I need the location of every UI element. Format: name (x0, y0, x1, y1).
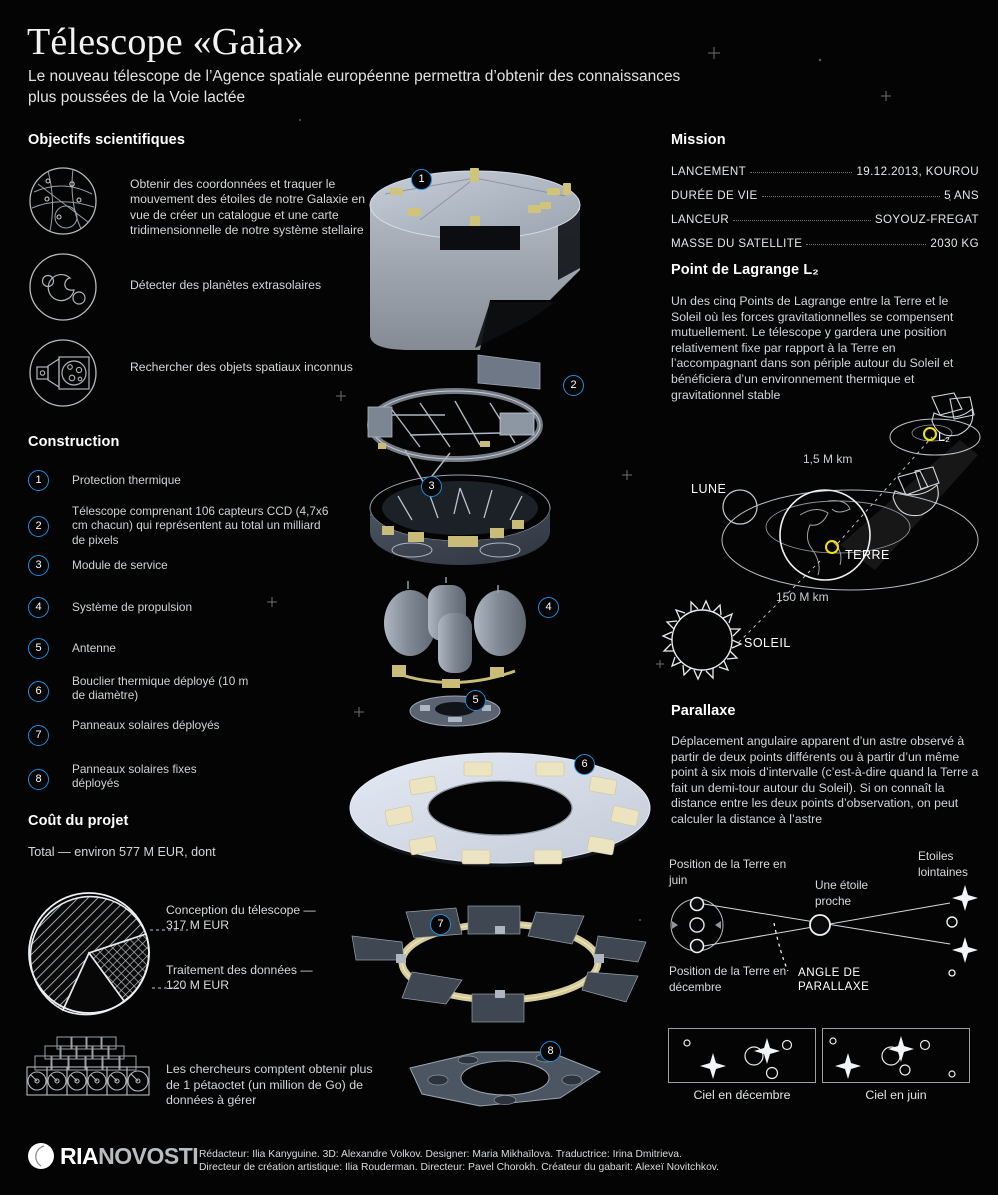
construction-label: Système de propulsion (72, 600, 193, 614)
label-l2: L₂ (938, 430, 950, 444)
part-1-thermal-protection (369, 168, 581, 350)
telescope-object-icon (26, 336, 100, 410)
footer-line-1: Rédacteur: Ilia Kanyguine. 3D: Alexandre… (199, 1149, 682, 1160)
callout-5: 5 (465, 690, 486, 711)
callout-8: 8 (540, 1041, 561, 1062)
sky-caption-june: Ciel en juin (865, 1088, 927, 1102)
page-subtitle: Le nouveau télescope de l’Agence spatial… (28, 68, 681, 106)
footer-line-2: Directeur de création artistique: Ilia R… (199, 1162, 720, 1173)
cost-heading: Coût du projet (28, 813, 129, 829)
label-parallax-angle: ANGLE DE PARALLAXE (798, 966, 870, 993)
leader-dots (806, 244, 927, 245)
sky-caption-december: Ciel en décembre (693, 1088, 791, 1102)
label-far-stars: Etoiles lointaines (918, 849, 968, 879)
mission-key: MASSE DU SATELLITE (671, 237, 803, 250)
callout-4: 4 (538, 597, 559, 618)
construction-label: Panneaux solaires déployés (72, 718, 220, 732)
construction-label: Bouclier thermique déployé (10 m de diam… (72, 674, 249, 703)
part-6-sun-shield (349, 752, 651, 867)
sky-box-december (668, 1028, 816, 1083)
mission-value: 2030 KG (930, 237, 979, 250)
mission-value: 5 ANS (944, 189, 979, 202)
mission-row-lanceur: LANCEUR SOYOUZ-FREGAT (671, 213, 979, 226)
mission-value: 19.12.2013, KOUROU (856, 165, 979, 178)
part-2-telescope (367, 354, 543, 487)
part-5-antenna (409, 695, 501, 727)
construction-badge: 3 (28, 555, 49, 576)
objectives-heading: Objectifs scientifiques (28, 132, 186, 148)
leader-dots (733, 220, 871, 221)
objective-text: Obtenir des coordonnées et traquer le mo… (130, 177, 366, 238)
label-position-june: Position de la Terre en juin (669, 857, 787, 887)
construction-badge: 5 (28, 638, 49, 659)
construction-label: Protection thermique (72, 473, 181, 487)
label-lune: LUNE (691, 482, 727, 496)
construction-badge: 7 (28, 725, 49, 746)
parallax-heading: Parallaxe (671, 703, 736, 719)
leader-dots (761, 196, 941, 197)
construction-label: Télescope comprenant 106 capteurs CCD (4… (72, 504, 329, 547)
mission-key: DURÉE DE VIE (671, 189, 758, 202)
objective-text: Rechercher des objets spatiaux inconnus (130, 360, 353, 374)
ria-novosti-wordmark: RIANOVOSTI (60, 1143, 199, 1170)
construction-heading: Construction (28, 434, 120, 450)
cost-total: Total — environ 577 M EUR, dont (28, 845, 216, 859)
lagrange-text: Un des cinq Points de Lagrange entre la … (671, 294, 954, 402)
logo-ria: RIA (60, 1143, 99, 1169)
pie-legend-conception: Conception du télescope — 317 M EUR (166, 903, 316, 933)
mission-key: LANCEUR (671, 213, 730, 226)
mission-value: SOYOUZ-FREGAT (874, 213, 979, 226)
callout-1: 1 (411, 169, 432, 190)
construction-label: Antenne (72, 641, 116, 655)
lagrange-heading: Point de Lagrange L₂ (671, 262, 819, 278)
part-3-service-module (369, 474, 551, 565)
construction-badge: 4 (28, 597, 49, 618)
mission-heading: Mission (671, 132, 726, 148)
footer-credits: Rédacteur: Ilia Kanyguine. 3D: Alexandre… (199, 1148, 899, 1174)
label-near-star: Une étoile proche (815, 878, 869, 908)
label-terre: TERRE (845, 548, 890, 562)
ria-novosti-logo-icon (28, 1143, 54, 1169)
logo-novosti: NOVOSTI (98, 1143, 199, 1169)
mission-row-masse: MASSE DU SATELLITE 2030 KG (671, 237, 979, 250)
mission-row-lancement: LANCEMENT 19.12.2013, KOUROU (671, 165, 979, 178)
mission-key: LANCEMENT (671, 165, 747, 178)
mission-row-duree: DURÉE DE VIE 5 ANS (671, 189, 979, 202)
data-note: Les chercheurs comptent obtenir plus de … (166, 1062, 373, 1108)
pie-legend-traitement: Traitement des données — 120 M EUR (166, 963, 313, 993)
page-title: Télescope «Gaia» (27, 21, 304, 63)
parallax-text: Déplacement angulaire apparent d’un astr… (671, 734, 979, 826)
part-8-solar-panels-fixed (409, 1051, 602, 1107)
callout-2: 2 (563, 375, 584, 396)
label-soleil: SOLEIL (744, 636, 791, 650)
label-distance-l2: 1,5 M km (803, 452, 853, 466)
part-7-solar-panels-deployed (351, 905, 647, 1023)
globe-grid-icon (26, 164, 100, 238)
leader-dots (750, 172, 853, 173)
callout-7: 7 (430, 914, 451, 935)
label-distance-sun: 150 M km (776, 590, 829, 604)
objective-text: Détecter des planètes extrasolaires (130, 278, 322, 292)
construction-badge: 6 (28, 681, 49, 702)
part-4-propulsion (384, 577, 526, 688)
construction-badge: 8 (28, 769, 49, 790)
sky-box-june (822, 1028, 970, 1083)
label-position-december: Position de la Terre en décembre (669, 964, 787, 994)
satellite-exploded-view (349, 168, 651, 1107)
construction-label: Module de service (72, 558, 168, 572)
construction-badge: 2 (28, 516, 49, 537)
callout-3: 3 (421, 476, 442, 497)
construction-label: Panneaux solaires fixes déployés (72, 762, 197, 791)
data-center-icon (26, 1036, 150, 1096)
construction-badge: 1 (28, 470, 49, 491)
callout-6: 6 (574, 754, 595, 775)
exoplanet-icon (26, 250, 100, 324)
